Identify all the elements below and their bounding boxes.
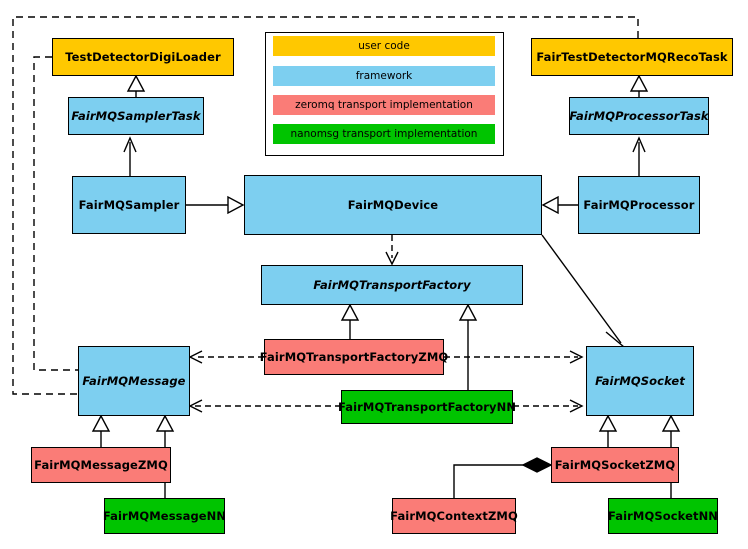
class-node-fairmqtransportfactoryzmq[interactable]: FairMQTransportFactoryZMQ [260,339,448,375]
class-node-fairmqsampler[interactable]: FairMQSampler [72,176,186,234]
class-node-fairmqprocessortask[interactable]: FairMQProcessorTask [569,97,709,135]
class-node-fairmqmessage[interactable]: FairMQMessage [78,346,190,416]
class-node-fairmqsocket[interactable]: FairMQSocket [586,346,694,416]
class-node-fairmqtransportfactory[interactable]: FairMQTransportFactory [261,265,523,305]
class-node-fairmqdevice[interactable]: FairMQDevice [244,175,542,235]
legend-label-zeromq: zeromq transport implementation [295,99,473,111]
edge-sampler-to-device [186,195,245,215]
edge-processortask-to-recotask [629,74,649,97]
class-node-fairmqmessagezmq[interactable]: FairMQMessageZMQ [31,447,171,483]
edge-contextzmq-to-socketzmq [453,457,553,498]
edge-messagezmq-to-message [91,414,111,447]
legend-item-nanomsg: nanomsg transport implementation [273,124,495,144]
class-node-fairmqmessagenn[interactable]: FairMQMessageNN [103,498,226,534]
class-node-fairtestdetectormqrecotask[interactable]: FairTestDetectorMQRecoTask [531,38,733,76]
class-node-fairmqprocessor[interactable]: FairMQProcessor [578,176,700,234]
legend-item-user-code: user code [273,36,495,56]
edge-device-to-socket [541,234,626,349]
class-node-testdetectordigiloader[interactable]: TestDetectorDigiLoader [52,38,234,76]
edge-processor-to-device [541,195,578,215]
edge-socketzmq-to-socket [598,414,618,447]
class-node-fairmqcontextzmq[interactable]: FairMQContextZMQ [390,498,518,534]
class-node-fairmqsamplertask[interactable]: FairMQSamplerTask [68,97,204,135]
edge-tfnn-to-transportfactory [458,303,478,390]
edge-tfzmq-to-socket [444,350,584,364]
class-node-fairmqsocketnn[interactable]: FairMQSocketNN [608,498,718,534]
class-node-fairmqtransportfactorynn[interactable]: FairMQTransportFactoryNN [338,390,516,424]
class-node-fairmqsocketzmq[interactable]: FairMQSocketZMQ [551,447,679,483]
legend-label-framework: framework [355,70,413,82]
edge-tfnn-to-socket [513,399,584,413]
edge-tfnn-to-message [188,399,341,413]
edge-device-to-transportfactory [385,235,399,266]
edge-tfzmq-to-transportfactory [340,303,360,339]
legend-label-nanomsg: nanomsg transport implementation [290,128,478,140]
edge-samplertask-to-digiloader [126,74,146,97]
legend-label-user-code: user code [358,40,410,52]
edge-processor-to-processortask [632,136,646,176]
legend-item-framework: framework [273,66,495,86]
legend-item-zeromq: zeromq transport implementation [273,95,495,115]
edge-tfzmq-to-message [188,350,264,364]
edge-sampler-to-samplertask [123,136,137,176]
